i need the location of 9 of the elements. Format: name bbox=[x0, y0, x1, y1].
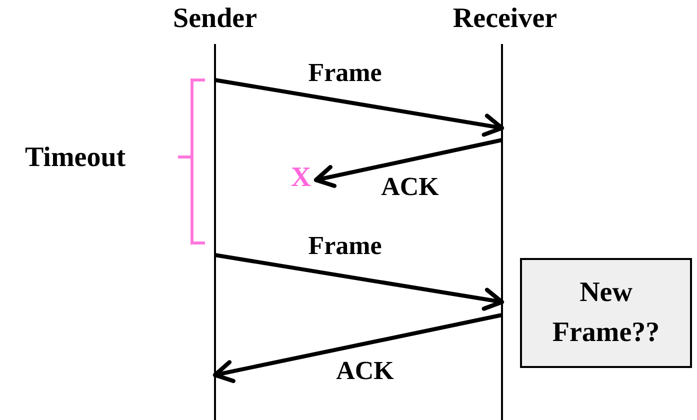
note-box: New Frame?? bbox=[520, 258, 692, 368]
message-arrow bbox=[314, 138, 502, 188]
lost-mark: X bbox=[287, 162, 315, 194]
timeout-label: Timeout bbox=[25, 142, 126, 174]
lifeline-heading: Sender bbox=[172, 2, 258, 36]
message-arrow bbox=[214, 253, 504, 311]
message-arrow bbox=[214, 78, 504, 137]
lifeline-heading: Receiver bbox=[452, 2, 558, 36]
message-arrow bbox=[212, 313, 502, 384]
